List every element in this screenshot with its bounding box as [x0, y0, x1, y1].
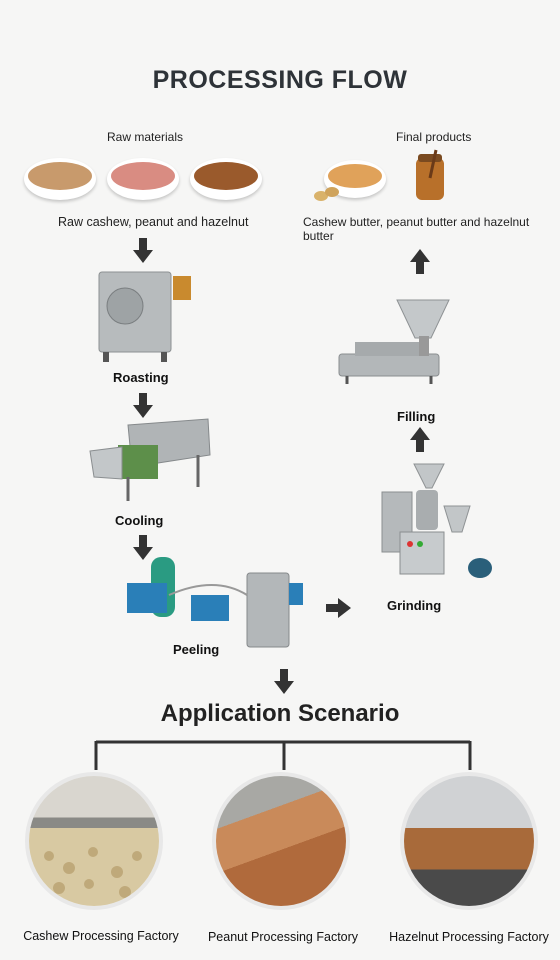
- page-title: PROCESSING FLOW: [152, 66, 408, 94]
- grinding-machine-icon: [381, 463, 492, 578]
- peanuts-icon: [314, 187, 339, 201]
- step-grinding: Grinding: [387, 598, 442, 613]
- application-title: Application Scenario: [160, 700, 400, 727]
- factory-label-cashew: Cashew Processing Factory: [23, 929, 179, 943]
- filling-machine-icon: [338, 299, 450, 384]
- roasting-machine-icon: [98, 271, 191, 362]
- peanut-factory-image: [216, 776, 346, 906]
- peeling-machine-icon: [127, 557, 303, 648]
- factory-label-peanut: Peanut Processing Factory: [207, 930, 359, 944]
- butter-jar-icon: [416, 149, 444, 200]
- cashew-bowl: [24, 158, 96, 200]
- step-peeling: Peeling: [173, 642, 220, 657]
- peanut-bowl: [107, 158, 179, 200]
- step-cooling: Cooling: [115, 513, 164, 528]
- factory-label-hazelnut: Hazelnut Processing Factory: [389, 930, 549, 944]
- raw-materials-label: Raw materials: [107, 130, 184, 144]
- raw-materials-caption: Raw cashew, peanut and hazelnut: [58, 215, 249, 229]
- step-roasting: Roasting: [113, 370, 169, 385]
- final-products-caption: Cashew butter, peanut butter and hazelnu…: [303, 215, 530, 243]
- cooling-machine-icon: [89, 418, 211, 501]
- final-products-label: Final products: [396, 130, 472, 144]
- step-filling: Filling: [397, 409, 436, 424]
- hazelnut-bowl: [190, 158, 262, 200]
- cashew-factory-image: [29, 776, 159, 906]
- hazelnut-factory-image: [404, 776, 534, 906]
